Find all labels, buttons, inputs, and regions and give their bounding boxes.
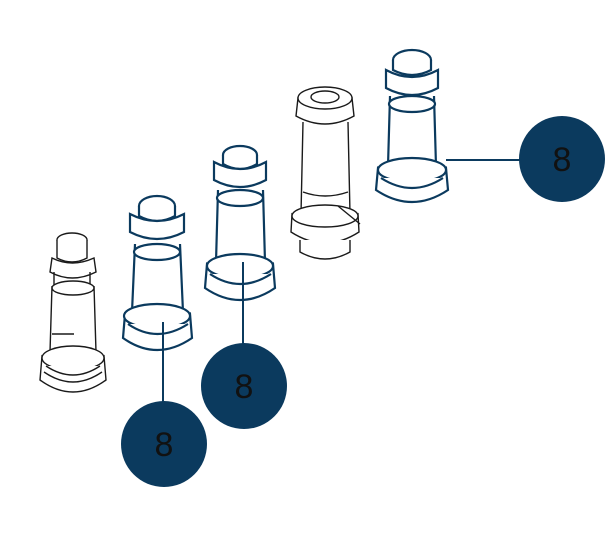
fitting-3 — [203, 144, 277, 301]
callout-2-circle — [201, 343, 287, 429]
fitting-1 — [39, 232, 107, 393]
leader-lines — [162, 159, 520, 402]
fitting-2 — [121, 194, 194, 351]
callout-1-circle — [121, 401, 207, 487]
callout-1: 8 — [121, 401, 207, 487]
fitting-4 — [290, 86, 361, 260]
callout-2: 8 — [201, 343, 287, 429]
callout-3-label: 8 — [553, 141, 572, 179]
fitting-5 — [374, 48, 450, 204]
callout-1-label: 8 — [155, 426, 174, 464]
callout-3-circle — [519, 116, 605, 202]
callout-3: 8 — [519, 116, 605, 202]
callout-2-label: 8 — [235, 368, 254, 406]
